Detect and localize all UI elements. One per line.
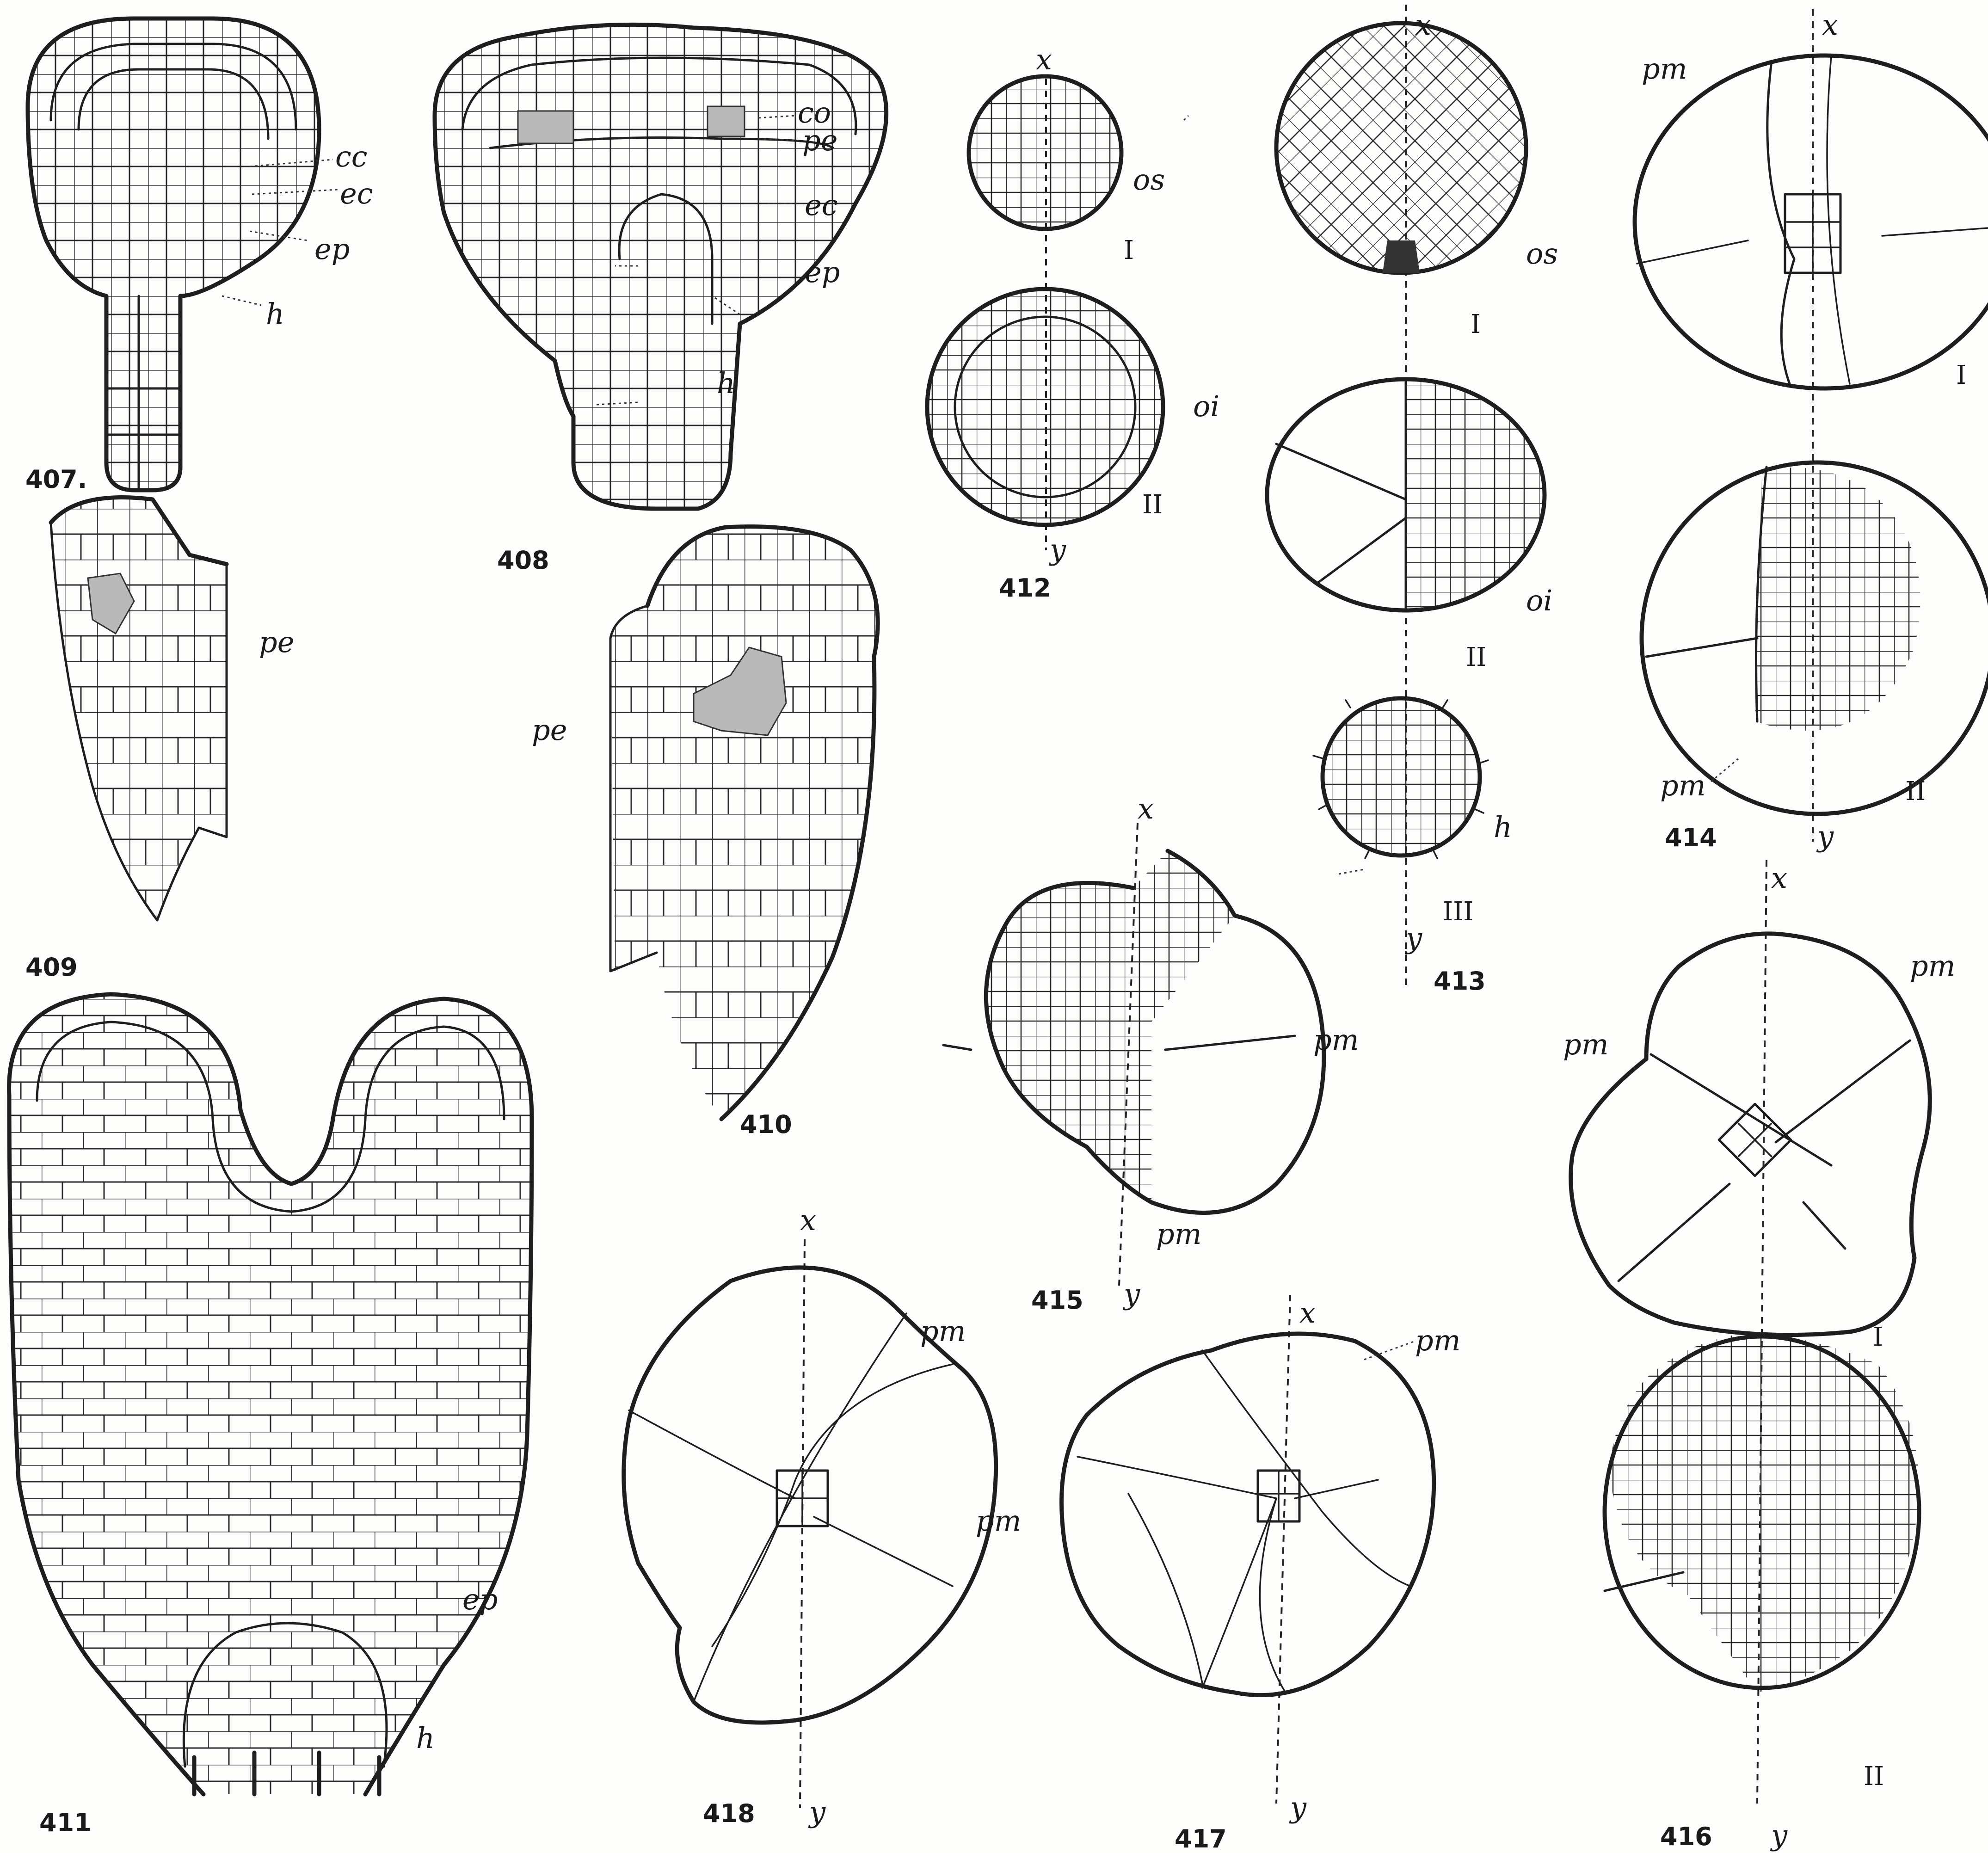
- figure-number-416: 416: [1660, 1822, 1712, 1851]
- label-417-y: y: [1289, 1791, 1307, 1824]
- figure-407-embryo: [18, 14, 333, 495]
- figure-number-410: 410: [740, 1110, 792, 1139]
- label-408-h: h: [717, 366, 735, 400]
- label-414-pm-top: pm: [1642, 52, 1687, 86]
- label-417-pm: pm: [1415, 1324, 1460, 1357]
- label-416-y: y: [1770, 1818, 1788, 1852]
- label-409-pe: pe: [259, 625, 294, 659]
- label-412-y: y: [1048, 533, 1066, 566]
- label-413-os: os: [1526, 237, 1558, 271]
- label-413-oi: oi: [1526, 584, 1552, 617]
- label-408-ep: ep: [805, 255, 840, 289]
- label-413-III: III: [1443, 897, 1473, 927]
- label-418-pm-top: pm: [920, 1314, 966, 1348]
- label-412-oi: oi: [1193, 389, 1219, 423]
- figure-409-root-tip: [46, 490, 231, 925]
- label-416-II: II: [1864, 1761, 1884, 1791]
- figure-number-412: 412: [999, 573, 1051, 603]
- label-407-h: h: [266, 297, 284, 331]
- figure-411-embryo: [5, 990, 536, 1799]
- label-414-II: II: [1905, 776, 1926, 806]
- figure-414-sections: [1635, 9, 1988, 842]
- label-415-pm-right: pm: [1313, 1023, 1359, 1057]
- label-415-pm-bottom: pm: [1156, 1217, 1201, 1251]
- label-407-cc: cc: [335, 140, 367, 173]
- label-413-h: h: [1494, 810, 1512, 844]
- label-413-x: x: [1415, 8, 1431, 42]
- label-418-y: y: [808, 1795, 826, 1829]
- label-416-pm-right: pm: [1910, 949, 1955, 983]
- label-414-y: y: [1816, 819, 1834, 853]
- label-416-I: I: [1873, 1322, 1883, 1352]
- label-417-x: x: [1299, 1296, 1316, 1330]
- figure-number-407: 407.: [25, 465, 87, 494]
- label-413-I: I: [1471, 309, 1481, 339]
- label-411-h: h: [416, 1721, 435, 1755]
- figure-417-section: [1062, 1295, 1434, 1804]
- figure-number-413: 413: [1434, 967, 1486, 996]
- label-418-x: x: [800, 1203, 816, 1237]
- label-408-pe: pe: [802, 123, 837, 157]
- label-414-x: x: [1822, 8, 1838, 42]
- figure-number-408: 408: [497, 546, 549, 575]
- figure-number-411: 411: [39, 1808, 92, 1837]
- label-412-x: x: [1036, 43, 1052, 76]
- figure-number-409: 409: [25, 953, 78, 982]
- figure-number-415: 415: [1031, 1286, 1083, 1315]
- label-407-ec: ec: [340, 177, 373, 210]
- figure-number-414: 414: [1665, 823, 1717, 852]
- label-408-ec: ec: [805, 188, 837, 222]
- label-415-x: x: [1138, 792, 1154, 825]
- figure-412-sections: [925, 74, 1165, 550]
- label-410-pe: pe: [532, 713, 567, 747]
- figure-415-section: [943, 823, 1324, 1286]
- label-407-ep: ep: [314, 232, 350, 266]
- label-418-pm-right: pm: [976, 1504, 1021, 1538]
- label-411-ep: ep: [462, 1582, 498, 1616]
- figure-number-417: 417: [1175, 1824, 1227, 1853]
- label-412-os: os: [1133, 163, 1165, 197]
- label-416-pm-left: pm: [1563, 1028, 1608, 1061]
- label-414-pm-lower: pm: [1660, 769, 1705, 802]
- label-413-II: II: [1466, 642, 1486, 672]
- label-416-x: x: [1771, 861, 1787, 895]
- figure-410-root-tip: [606, 518, 883, 1128]
- label-412-I: I: [1124, 235, 1134, 265]
- label-414-I: I: [1956, 360, 1966, 390]
- figure-413-sections: [1225, 0, 1578, 985]
- figure-number-418: 418: [703, 1799, 755, 1828]
- label-415-y: y: [1122, 1277, 1140, 1311]
- label-412-II: II: [1142, 490, 1163, 520]
- label-413-y: y: [1404, 921, 1422, 955]
